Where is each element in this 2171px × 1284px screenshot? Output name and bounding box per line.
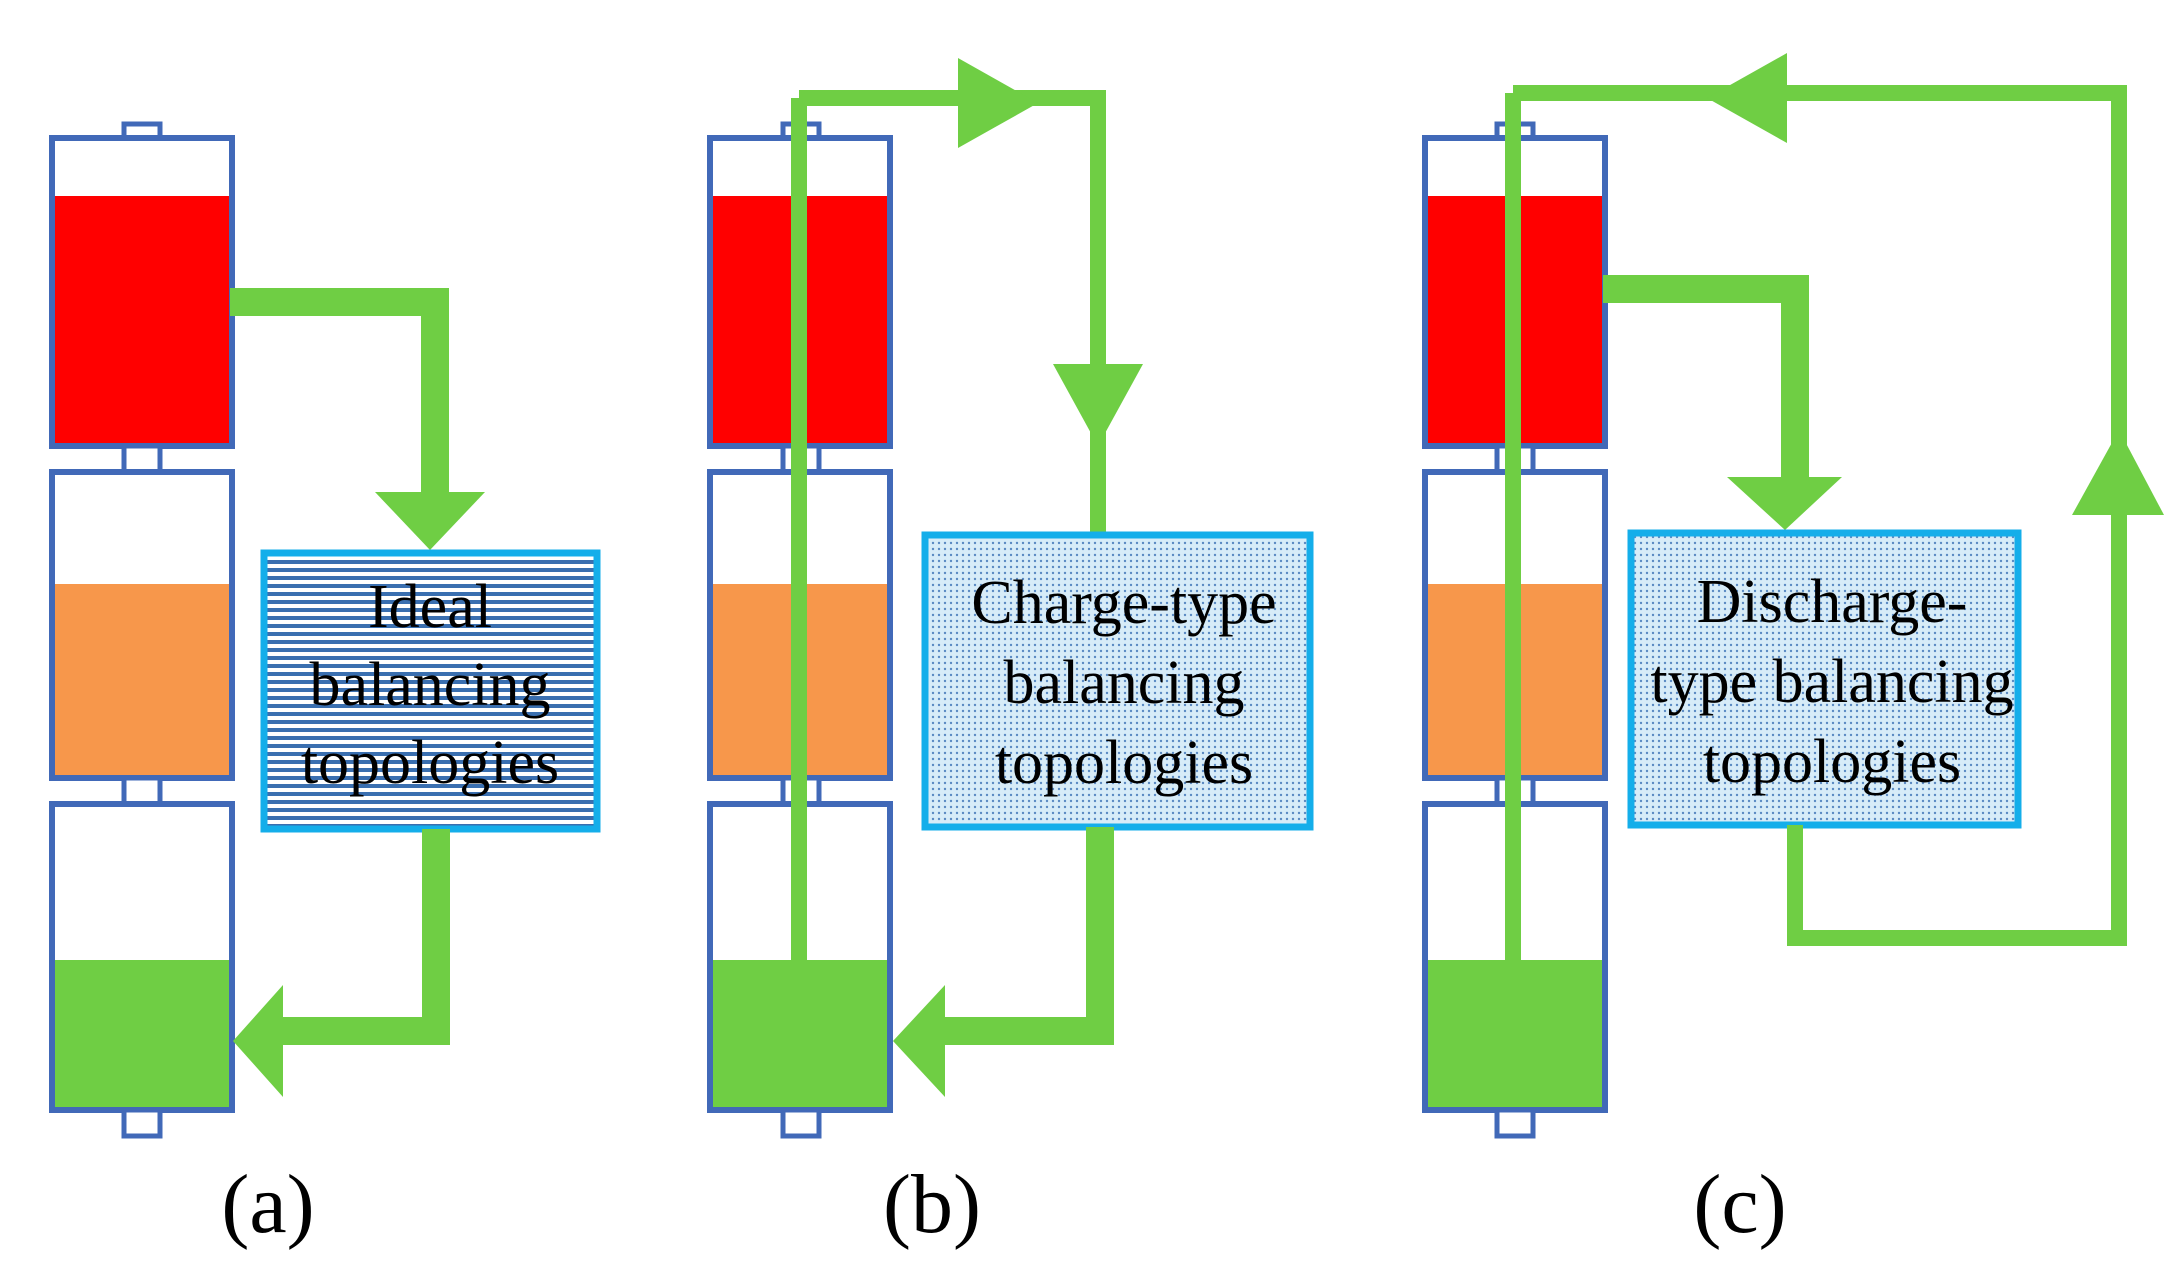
charge-level-mid [55,584,229,775]
arrowhead-down [1727,477,1842,530]
box-text-line-2: balancing [1003,649,1244,717]
panel-c: Discharge- type balancing topologies (c) [1422,53,2164,1251]
arrowhead-left [1707,53,1787,143]
box-text-line-1: Ideal [368,573,492,641]
arrowhead-down [375,492,485,550]
charge-level-low [1428,960,1602,1107]
box-text-line-1: Discharge- [1697,568,1968,636]
box-text-line-3: topologies [1703,728,1961,796]
battery-terminal-bottom [780,1107,822,1139]
flow-arrow-out [278,829,450,1045]
arrowhead-left [893,985,945,1097]
box-text-line-3: topologies [301,729,559,797]
panel-a: Ideal balancing topologies (a) [49,121,601,1251]
arrowhead-down [1053,364,1143,446]
panel-label-a: (a) [221,1158,314,1251]
flow-arrow-in [230,288,449,505]
panel-b: Charge-type balancing topologies (b) [707,58,1314,1251]
battery-connector [121,775,163,807]
flow-arrow-loop [1513,85,2127,946]
charge-level-low [55,960,229,1107]
box-text-line-1: Charge-type [971,569,1276,637]
balancing-box-c [1627,529,2022,829]
charge-level-low [713,960,887,1107]
flow-arrow-out [940,827,1114,1045]
box-text-line-3: topologies [995,729,1253,797]
balancing-box-b [921,531,1314,831]
panel-label-b: (b) [883,1158,981,1251]
battery-stack-a [49,121,235,1139]
battery-terminal-bottom [121,1107,163,1139]
arrowhead-left [233,985,283,1097]
battery-connector [121,443,163,475]
battery-stack-c [1422,93,1608,1139]
arrowhead-right [958,58,1038,148]
arrowhead-up [2072,430,2164,515]
box-text-line-2: type balancing [1650,648,2013,716]
panel-label-c: (c) [1693,1158,1786,1251]
box-text-line-2: balancing [309,651,550,719]
flow-arrow-in [1603,275,1809,480]
charge-level-high [55,196,229,443]
battery-stack-b [707,98,893,1139]
battery-terminal-bottom [1494,1107,1536,1139]
